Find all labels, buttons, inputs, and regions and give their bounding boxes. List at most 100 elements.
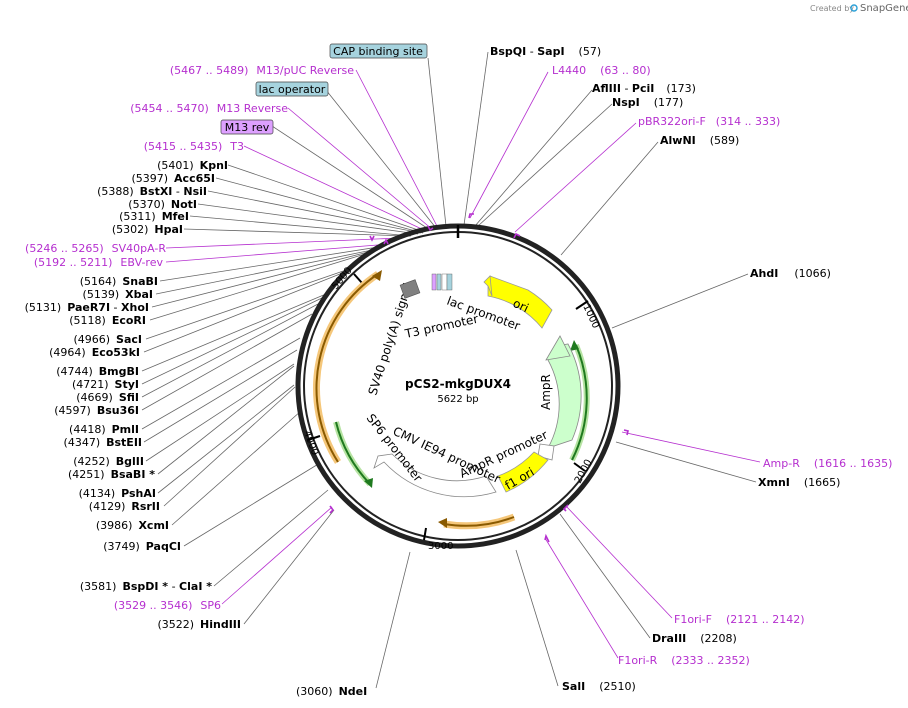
site-paqci: (3749)PaqCI <box>103 540 181 553</box>
site-ecori: (5118)EcoRI <box>69 314 146 327</box>
orf-left-arc <box>315 273 379 463</box>
site-saci: (4966)SacI <box>73 333 142 346</box>
site-snabi: (5164)SnaBI <box>80 275 158 288</box>
connector-ndei <box>375 551 411 689</box>
site-bglii: (4252)BglII <box>73 455 144 468</box>
connector-m13rev <box>271 125 431 231</box>
primer-mark-pbr322 <box>513 232 521 239</box>
tick-label-3000: 3000 <box>428 541 453 552</box>
connector-sali <box>515 549 559 687</box>
orf-green-left-arc <box>335 421 371 485</box>
connector-xcmi <box>171 410 302 526</box>
ori-arrowhead <box>483 275 493 297</box>
connector-f1ori-f <box>565 505 673 619</box>
site-alwni: AlwNI(589) <box>660 134 739 147</box>
snapgene-logo-icon <box>850 4 858 12</box>
lac-operator-box <box>255 81 329 97</box>
connector-bsabi <box>157 365 295 475</box>
orf-green-left-halo <box>333 421 373 487</box>
ampr-arrow <box>547 343 582 449</box>
lac-operator-marker <box>436 273 442 291</box>
ori-arrow <box>487 275 553 329</box>
connector-hpai <box>183 228 411 237</box>
primer-sp6: (3529 .. 3546)SP6 <box>114 599 221 612</box>
site-xbai: (5139)XbaI <box>83 288 153 301</box>
orf-green-left-arrowhead <box>364 478 373 488</box>
left-labels: (5467 .. 5489)M13/pUC Reverse (5454 .. 5… <box>25 64 355 631</box>
connector-bmgbi <box>141 293 327 372</box>
site-rsrii: (4129)RsrII <box>89 500 160 513</box>
m13rev-marker <box>431 273 437 291</box>
orf-bottom-arrowhead <box>438 518 447 528</box>
primer-mark-amp-r <box>623 429 629 436</box>
connector-alwni <box>560 141 659 256</box>
site-bsteii: (4347)BstEII <box>64 436 142 449</box>
site-kpni: (5401)KpnI <box>157 159 228 172</box>
tick-4000 <box>307 435 321 441</box>
cap-binding-box <box>329 43 428 59</box>
tick-3000 <box>423 527 427 541</box>
connector-sv40pa <box>165 237 401 249</box>
connector-noti <box>197 203 419 235</box>
connector-pshai <box>157 384 295 494</box>
site-ahdi: AhdI(1066) <box>750 267 831 280</box>
site-hindiii: (3522)HindIII <box>157 618 241 631</box>
site-afliii-pcii: AflIII - PciI(173) <box>592 82 696 95</box>
connector-nspi <box>477 103 613 227</box>
connector-t3 <box>243 145 427 232</box>
orf-bottom-arc <box>443 516 515 527</box>
primer-t3: (5415 .. 5435)T3 <box>144 140 244 153</box>
connector-lines <box>141 51 761 689</box>
primer-mark-f1ori-f <box>562 504 569 512</box>
connector-bglii <box>145 363 295 462</box>
connector-f1ori-r <box>544 537 619 659</box>
connector-xbai <box>155 247 383 295</box>
orf-green-right-arc <box>571 344 588 461</box>
backbone <box>295 223 621 549</box>
tick-marks <box>307 273 589 541</box>
connector-lacop <box>325 89 437 229</box>
connector-clai <box>213 489 329 587</box>
connector-afliii <box>474 89 593 227</box>
site-noti: (5370)NotI <box>128 198 197 211</box>
ampr-promoter-arrow <box>537 443 555 461</box>
orf-green-right-arrowhead <box>570 340 579 351</box>
site-hpai: (5302)HpaI <box>112 223 183 236</box>
m13rev-label: M13 rev <box>225 121 270 134</box>
site-paer7i-xhoi: (5131)PaeR7I - XhoI <box>25 301 149 314</box>
connector-mfei <box>189 215 412 237</box>
connector-xhoi <box>151 248 381 308</box>
f1ori-arrow <box>497 451 549 493</box>
connector-ebv <box>165 243 391 263</box>
ampr-arrowhead <box>545 335 571 361</box>
primer-m13-reverse: (5454 .. 5470)M13 Reverse <box>130 102 288 115</box>
connector-paqci <box>183 462 321 547</box>
watermark: Created by SnapGene <box>810 3 908 14</box>
site-draiii: DraIII(2208) <box>652 632 737 645</box>
lac-operator-label: lac operator <box>259 83 326 96</box>
connector-kpni <box>227 164 425 233</box>
primer-m13puc-reverse: (5467 .. 5489)M13/pUC Reverse <box>170 64 354 77</box>
connector-hindiii <box>243 509 335 625</box>
connector-bsteii <box>143 349 298 443</box>
right-labels: BspQI - SapI(57) L4440(63 .. 80) AflIII … <box>296 45 892 698</box>
ampr-label: AmpR <box>539 374 553 410</box>
connector-pbr322 <box>514 122 637 233</box>
site-bspqi-sapi: BspQI - SapI(57) <box>490 45 601 58</box>
watermark-created-by: Created by <box>810 4 854 13</box>
connector-pmli <box>141 337 301 430</box>
primer-pbr322ori-f: pBR322ori-F(314 .. 333) <box>638 115 780 128</box>
connector-xmni <box>615 441 757 483</box>
primer-f1ori-f: F1ori-F(2121 .. 2142) <box>674 613 805 626</box>
site-styi: (4721)StyI <box>72 378 139 391</box>
connector-draiii <box>559 513 651 639</box>
connector-cap <box>427 57 447 227</box>
primer-mark-l4440 <box>468 213 474 219</box>
tick-label-5000: 5000 <box>330 265 355 292</box>
site-bsu36i: (4597)Bsu36I <box>54 404 139 417</box>
t3-promoter-marker <box>441 273 448 291</box>
sv40-polya-marker <box>399 279 421 299</box>
site-acc65i: (5397)Acc65I <box>131 172 215 185</box>
tick-2000 <box>573 462 586 472</box>
